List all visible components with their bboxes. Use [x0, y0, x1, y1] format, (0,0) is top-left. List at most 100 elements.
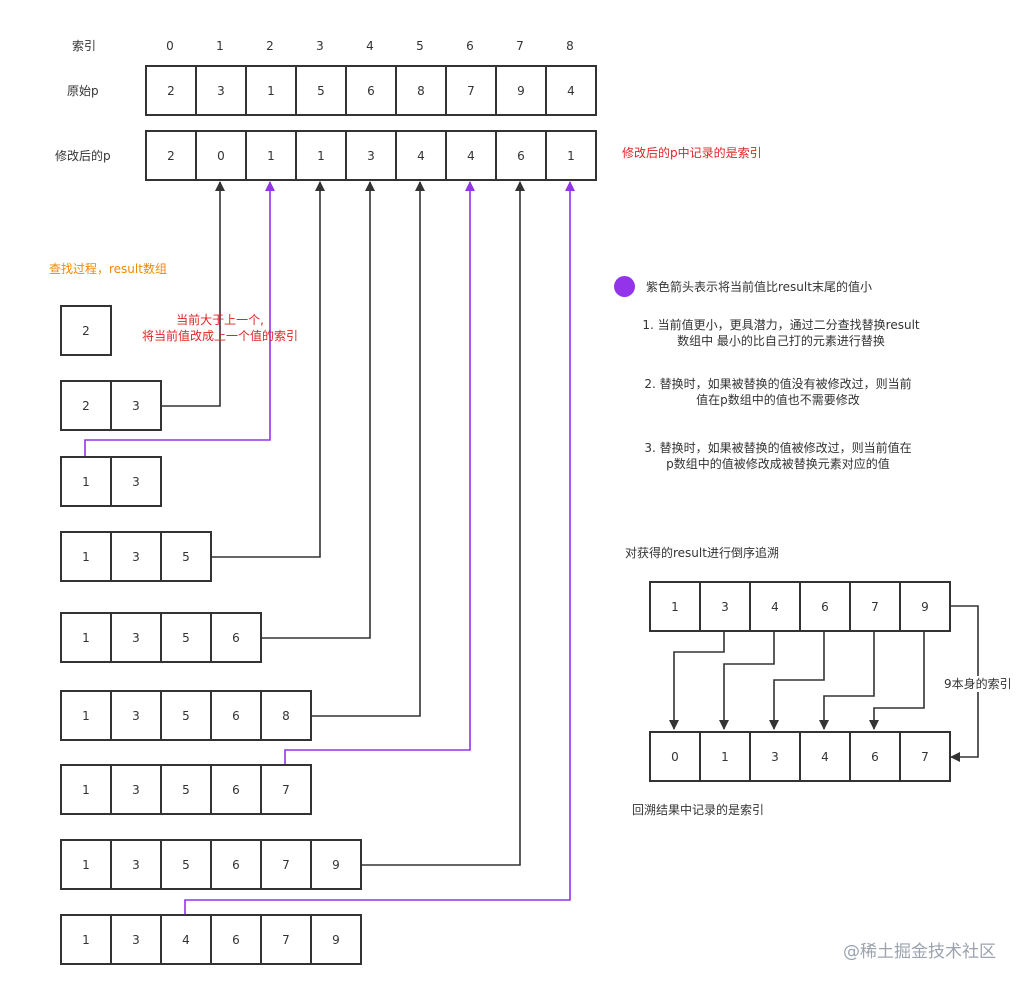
modified-p-cell-1: 0	[195, 130, 247, 181]
result-row-3-cell-0: 1	[60, 531, 112, 582]
index-number-4: 4	[366, 39, 374, 53]
backtrack-title: 对获得的result进行倒序追溯	[625, 546, 779, 560]
result-row-5-cell-2: 5	[160, 690, 212, 741]
index-number-7: 7	[516, 39, 524, 53]
purple-dot-icon	[614, 276, 635, 297]
result-row-3-cell-2: 5	[160, 531, 212, 582]
result-row-8-cell-2: 4	[160, 914, 212, 965]
backtrack-bottom-cell-0: 0	[649, 731, 701, 782]
arrow-row1-to-p1	[160, 181, 225, 407]
backtrack-top-cell-2: 4	[749, 581, 801, 632]
result-row-2-cell-0: 1	[60, 456, 112, 507]
modified-p-cell-0: 2	[145, 130, 197, 181]
backtrack-top-cell-1: 3	[699, 581, 751, 632]
original-p-cell-7: 9	[495, 65, 547, 116]
result-row-5-cell-4: 8	[260, 690, 312, 741]
result-row-3-cell-1: 3	[110, 531, 162, 582]
modified-p-cell-4: 3	[345, 130, 397, 181]
legend-rule-3: 3. 替换时，如果被替换的值被修改过，则当前值在 p数组中的值被修改成被替换元素…	[644, 441, 912, 471]
result-row-8-cell-3: 6	[210, 914, 262, 965]
backtrack-top-cell-5: 9	[899, 581, 951, 632]
backtrack-arrow-6-to-3	[769, 632, 825, 730]
arrow-row5-to-p5	[310, 181, 425, 717]
result-row-4-cell-3: 6	[210, 612, 262, 663]
index-number-3: 3	[316, 39, 324, 53]
result-row-8-cell-4: 7	[260, 914, 312, 965]
backtrack-arrow-9-to-6	[869, 632, 925, 730]
index-number-6: 6	[466, 39, 474, 53]
modified-p-label: 修改后的p	[55, 149, 111, 163]
result-row-4-cell-2: 5	[160, 612, 212, 663]
backtrack-bottom-cell-1: 1	[699, 731, 751, 782]
index-number-5: 5	[416, 39, 424, 53]
original-p-label: 原始p	[67, 84, 99, 98]
backtrack-arrow-3-to-0	[669, 632, 725, 730]
backtrack-bottom-cell-4: 6	[849, 731, 901, 782]
result-row-7-cell-1: 3	[110, 839, 162, 890]
original-p-cell-0: 2	[145, 65, 197, 116]
result-row-7-cell-5: 9	[310, 839, 362, 890]
backtrack-bottom-cell-5: 7	[899, 731, 951, 782]
result-row-5-cell-0: 1	[60, 690, 112, 741]
result-row-2-cell-1: 3	[110, 456, 162, 507]
result-row-5-cell-1: 3	[110, 690, 162, 741]
result-row-8-cell-5: 9	[310, 914, 362, 965]
arrow-row2-to-p2	[84, 181, 275, 456]
legend-purple-text: 紫色箭头表示将当前值比result末尾的值小	[646, 280, 872, 294]
self-index-label: 9本身的索引	[944, 676, 1012, 692]
index-number-2: 2	[266, 39, 274, 53]
original-p-cell-3: 5	[295, 65, 347, 116]
result-row-7-cell-3: 6	[210, 839, 262, 890]
backtrack-arrow-4-to-1	[719, 632, 775, 730]
original-p-cell-1: 3	[195, 65, 247, 116]
index-number-0: 0	[166, 39, 174, 53]
result-row-6-cell-1: 3	[110, 764, 162, 815]
modified-p-cell-2: 1	[245, 130, 297, 181]
modified-p-cell-6: 4	[445, 130, 497, 181]
modified-p-cell-8: 1	[545, 130, 597, 181]
arrow-row4-to-p4	[260, 181, 375, 639]
backtrack-arrow-7-to-4	[819, 632, 875, 730]
index-number-1: 1	[216, 39, 224, 53]
original-p-cell-5: 8	[395, 65, 447, 116]
original-p-cell-4: 6	[345, 65, 397, 116]
result-row-8-cell-0: 1	[60, 914, 112, 965]
index-number-8: 8	[566, 39, 574, 53]
backtrack-bottom-cell-3: 4	[799, 731, 851, 782]
result-row-6-cell-2: 5	[160, 764, 212, 815]
result-row-7-cell-4: 7	[260, 839, 312, 890]
original-p-cell-8: 4	[545, 65, 597, 116]
legend-rule-1: 1. 当前值更小，更具潜力，通过二分查找替换result 数组中 最小的比自己打…	[642, 318, 920, 348]
process-title: 查找过程，result数组	[49, 262, 167, 276]
result-row-7-cell-0: 1	[60, 839, 112, 890]
backtrack-top-cell-3: 6	[799, 581, 851, 632]
result-row-1-cell-0: 2	[60, 380, 112, 431]
backtrack-footer: 回溯结果中记录的是索引	[632, 803, 765, 817]
modified-p-cell-5: 4	[395, 130, 447, 181]
watermark: @稀土掘金技术社区	[843, 942, 996, 962]
modified-p-cell-3: 1	[295, 130, 347, 181]
modified-p-cell-7: 6	[495, 130, 547, 181]
result-row-5-cell-3: 6	[210, 690, 262, 741]
result-row-1-cell-1: 3	[110, 380, 162, 431]
result-row-8-cell-1: 3	[110, 914, 162, 965]
original-p-cell-2: 1	[245, 65, 297, 116]
result-row-0-cell-0: 2	[60, 305, 112, 356]
result-row-6-cell-0: 1	[60, 764, 112, 815]
arrow-row8-to-p8	[184, 181, 575, 914]
backtrack-top-cell-4: 7	[849, 581, 901, 632]
original-p-cell-6: 7	[445, 65, 497, 116]
arrow-row6-to-p6	[284, 181, 475, 764]
process-annotation: 当前大于上一个, 将当前值改成上一个值的索引	[141, 313, 299, 343]
legend-rule-2: 2. 替换时，如果被替换的值没有被修改过，则当前 值在p数组中的值也不需要修改	[644, 377, 912, 407]
result-row-7-cell-2: 5	[160, 839, 212, 890]
index-row-label: 索引	[72, 39, 97, 53]
arrow-row7-to-p7	[360, 181, 525, 866]
arrow-row3-to-p3	[210, 181, 325, 558]
backtrack-top-cell-0: 1	[649, 581, 701, 632]
result-row-4-cell-0: 1	[60, 612, 112, 663]
modified-p-note: 修改后的p中记录的是索引	[622, 146, 762, 160]
result-row-4-cell-1: 3	[110, 612, 162, 663]
result-row-6-cell-3: 6	[210, 764, 262, 815]
